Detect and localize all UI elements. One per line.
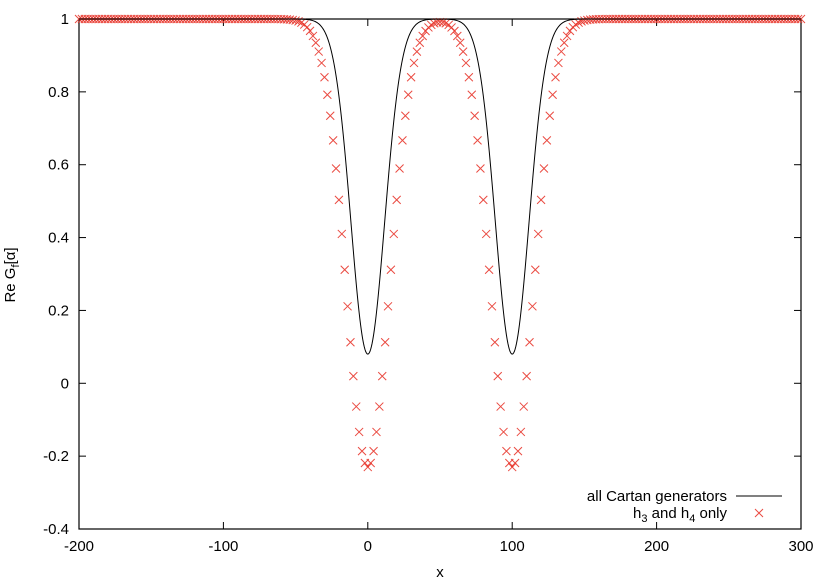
legend-x-marker-swatch	[754, 508, 764, 518]
y-tick-label: 0.2	[48, 302, 69, 319]
y-tick-label: -0.2	[43, 448, 69, 465]
y-tick-label: 0.4	[48, 230, 69, 247]
y-tick-label: 0.8	[48, 84, 69, 101]
y-tick-label: 0.6	[48, 157, 69, 174]
x-tick-label: 200	[644, 538, 669, 555]
x-tick-label: -100	[208, 538, 238, 555]
series-h3-h4-markers	[74, 14, 806, 472]
legend: all Cartan generators h3 and h4 only	[587, 488, 782, 525]
x-tick-label: 300	[788, 538, 813, 555]
axis-ticks: -200 -100 0 100 200 300 -0.4 -0.2 0 0.2 0.4 0.6 0.8 1	[43, 11, 813, 555]
x-tick-label: 100	[500, 538, 525, 555]
x-axis-label: x	[436, 564, 444, 581]
y-tick-label: -0.4	[43, 521, 69, 538]
plot-frame	[78, 18, 802, 530]
y-tick-label: 1	[61, 11, 69, 28]
legend-label-h3-h4: h3 and h4 only	[633, 505, 727, 525]
legend-label-all-cartan: all Cartan generators	[587, 488, 727, 505]
y-axis-label: Re Gf[α]	[2, 247, 22, 302]
x-tick-label: 0	[364, 538, 372, 555]
series-all-cartan-line	[79, 18, 801, 355]
plot-border	[78, 18, 802, 530]
y-tick-label: 0	[61, 375, 69, 392]
x-tick-label: -200	[64, 538, 94, 555]
